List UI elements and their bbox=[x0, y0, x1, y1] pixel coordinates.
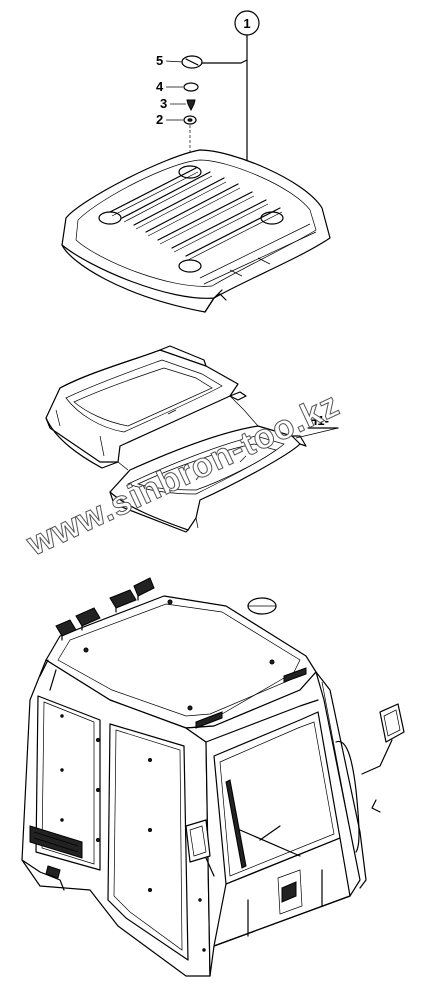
callout-3-label: 3 bbox=[160, 96, 167, 111]
callout-5-label: 5 bbox=[156, 53, 163, 68]
callout-2-label: 2 bbox=[156, 112, 163, 127]
vent-louvers bbox=[29, 825, 83, 859]
cab-frame bbox=[21, 577, 405, 977]
hardware-stack: 5 4 3 2 bbox=[156, 53, 203, 170]
rivets bbox=[60, 714, 206, 952]
callout-1: 1 bbox=[200, 10, 260, 164]
wiper bbox=[225, 779, 301, 869]
headliner-left bbox=[45, 345, 247, 469]
bolt-part-3 bbox=[186, 99, 196, 112]
mirror-left bbox=[185, 819, 215, 877]
callout-1-label: 1 bbox=[243, 16, 250, 31]
headliner-right: H1- bbox=[109, 395, 339, 533]
washer-part-4 bbox=[183, 82, 199, 92]
mirror-right bbox=[361, 703, 405, 813]
washer-part-2 bbox=[183, 115, 197, 125]
callout-4-label: 4 bbox=[156, 79, 164, 94]
callout-h1-label: H1- bbox=[308, 413, 329, 428]
roof-panel bbox=[61, 149, 331, 313]
